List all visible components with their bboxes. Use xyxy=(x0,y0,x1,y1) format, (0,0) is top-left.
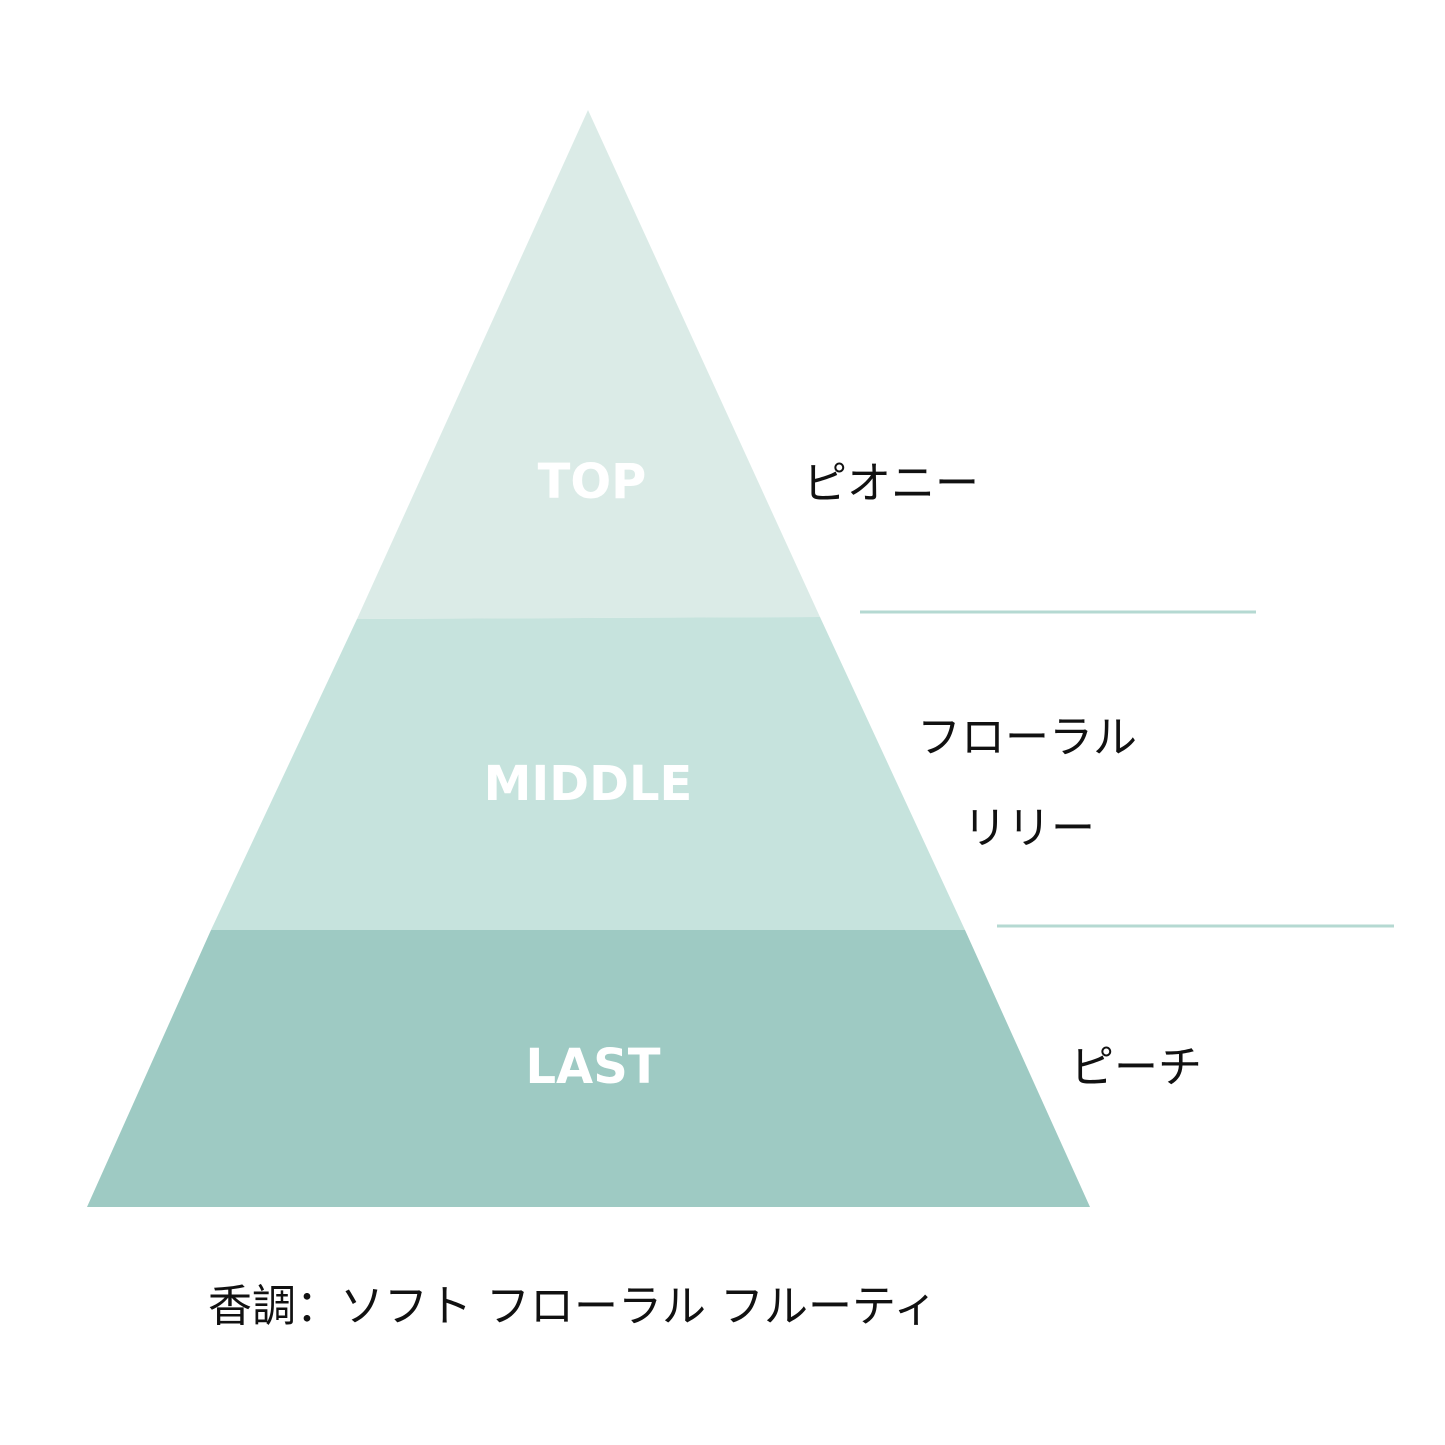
middle-note-2: リリー xyxy=(963,803,1095,854)
fragrance-type-caption: 香調：ソフト フローラル フルーティ xyxy=(208,1281,938,1332)
last-note-1: ピーチ xyxy=(1070,1042,1202,1093)
tier-middle-band xyxy=(211,617,965,930)
tier-last-label: LAST xyxy=(525,1039,660,1095)
top-note-1: ピオニー xyxy=(803,458,979,509)
middle-note-1: フローラル xyxy=(917,712,1137,763)
tier-middle-label: MIDDLE xyxy=(484,756,693,812)
tier-top-band xyxy=(357,110,820,619)
tier-last-band xyxy=(87,930,1090,1207)
tier-top-label: TOP xyxy=(538,454,647,510)
